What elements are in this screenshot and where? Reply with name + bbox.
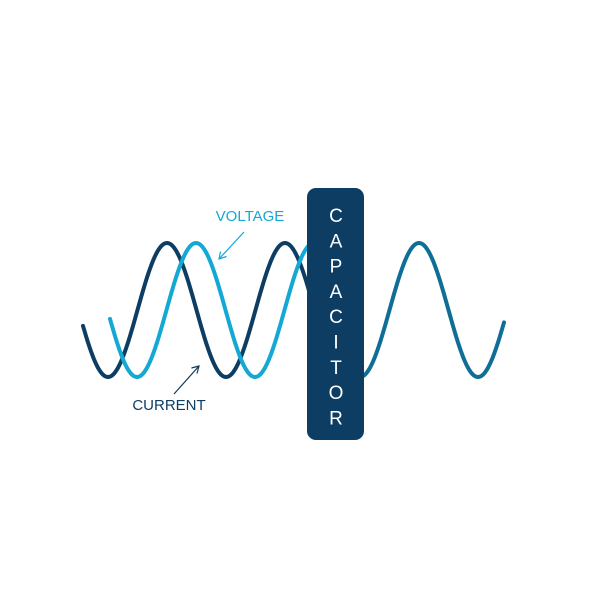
capacitor-letter: A [330, 282, 343, 303]
current-wave [81, 240, 315, 380]
capacitor-letter: A [330, 231, 343, 252]
capacitor-letter: P [330, 257, 343, 278]
current-pointer-arrow [173, 365, 200, 395]
voltage-pointer-arrow [218, 231, 245, 260]
capacitor-block [307, 188, 364, 440]
current-label: CURRENT [132, 397, 205, 414]
capacitor-letter: O [329, 383, 344, 404]
capacitor-letter: C [329, 307, 343, 328]
capacitor-letter: T [330, 358, 342, 379]
capacitor-letter: C [329, 206, 343, 227]
capacitor-letter: I [333, 333, 338, 354]
voltage-wave [108, 240, 315, 380]
voltage-label: VOLTAGE [216, 208, 285, 225]
capacitor-letter: R [329, 408, 343, 429]
output-wave [356, 240, 506, 380]
